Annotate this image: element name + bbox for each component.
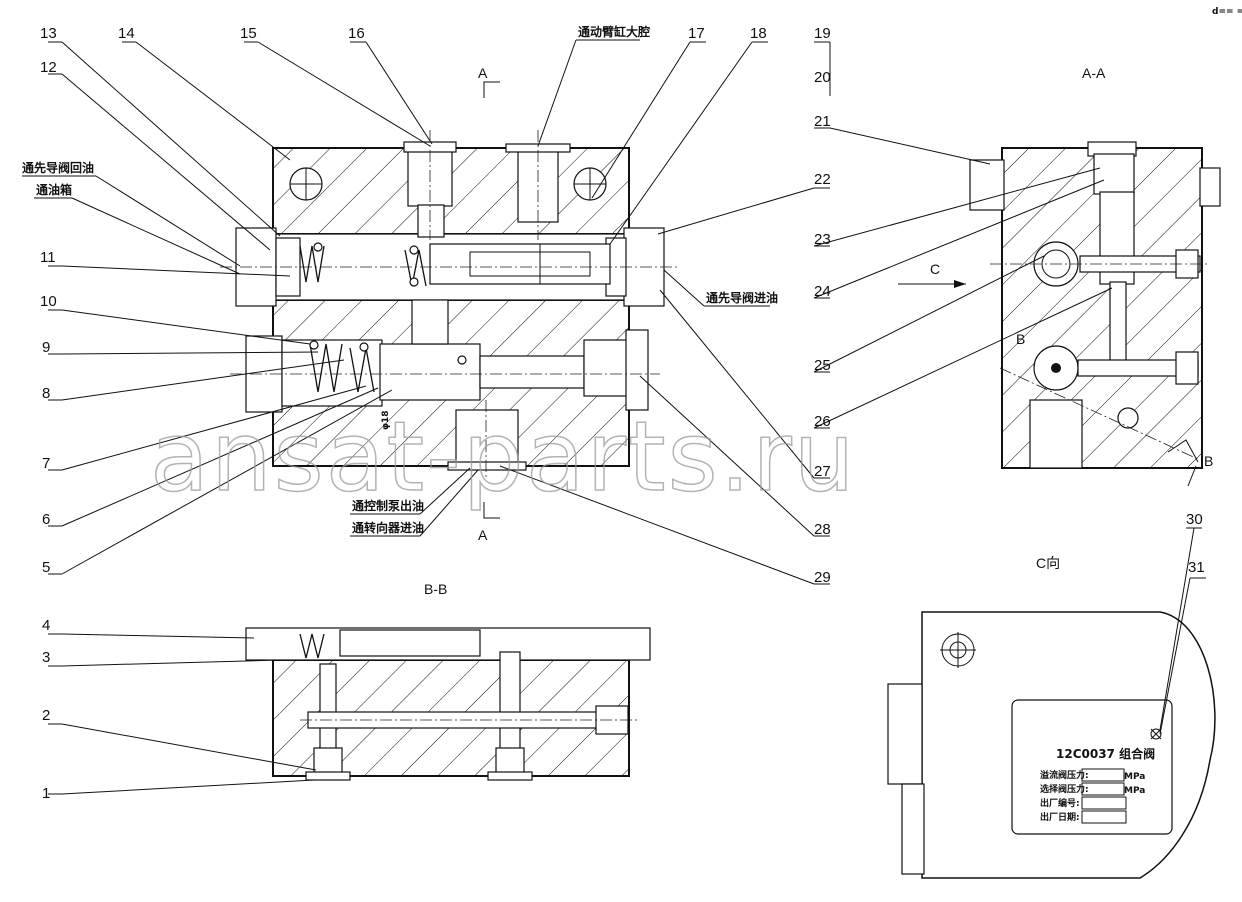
part-number: 13 <box>40 25 57 42</box>
part-number: 7 <box>42 455 50 472</box>
leader-lines <box>22 39 1206 795</box>
svg-text::: : <box>1076 813 1080 823</box>
upper-spool <box>429 243 611 285</box>
label-to-boom-cylinder: 通动臂缸大腔 <box>578 24 650 39</box>
part-number: 6 <box>42 511 50 528</box>
nameplate-date-label: 出厂日期 <box>1040 811 1076 823</box>
bottom-port <box>455 409 519 467</box>
svg-text::: : <box>1076 799 1080 809</box>
part-number: 27 <box>814 463 831 480</box>
spring-left-top <box>299 245 325 283</box>
part-number: 10 <box>40 293 57 310</box>
label-to-steering: 通转向器进油 <box>352 520 424 535</box>
arrow-c: C <box>930 261 940 277</box>
part-number: 24 <box>814 283 831 300</box>
section-a-top: A <box>478 65 488 81</box>
title-c: C向 <box>1036 555 1060 571</box>
label-to-tank: 通油箱 <box>36 182 72 197</box>
part-number: 25 <box>814 357 831 374</box>
port-labels: 通动臂缸大腔 通先导阀回油 通油箱 通先导阀进油 通控制泵出油 通转向器进油 φ… <box>22 24 778 535</box>
part-number: 26 <box>814 413 831 430</box>
part-number: 17 <box>688 25 705 42</box>
front-view: A A <box>220 65 680 543</box>
part-number: 2 <box>42 707 50 724</box>
part-number: 15 <box>240 25 257 42</box>
part-number: 30 <box>1186 511 1203 528</box>
title-aa: A-A <box>1082 65 1106 81</box>
label-from-pump: 通控制泵出油 <box>352 498 424 513</box>
spring-mid-top <box>404 249 427 287</box>
nameplate-unit-2: MPa <box>1124 786 1145 796</box>
part-number-labels: 1 2 3 4 5 6 7 8 9 10 11 12 13 14 15 16 1… <box>40 25 1205 802</box>
part-number: 18 <box>750 25 767 42</box>
nameplate-model: 12C0037 组合阀 <box>1056 746 1155 761</box>
label-pilot-return: 通先导阀回油 <box>22 160 94 175</box>
label-diameter: φ18 <box>381 410 391 430</box>
nameplate-serial-label: 出厂编号 <box>1040 797 1076 809</box>
spring-lower-2 <box>349 347 375 393</box>
view-c: 12C0037 组合阀 溢流阀压力: MPa 选择阀压力: MPa 出厂编号 :… <box>887 611 1216 879</box>
part-number: 9 <box>42 339 50 356</box>
part-number: 11 <box>40 249 56 266</box>
part-number: 1 <box>42 785 50 802</box>
part-number: 21 <box>814 113 831 130</box>
part-number: 8 <box>42 385 50 402</box>
label-pilot-inlet: 通先导阀进油 <box>706 290 778 305</box>
part-number: 28 <box>814 521 831 538</box>
section-bb-view <box>245 627 651 781</box>
part-number: 20 <box>814 69 831 86</box>
title-bb: B-B <box>424 581 447 597</box>
part-number: 19 <box>814 25 831 42</box>
part-number: 22 <box>814 171 831 188</box>
part-number: 14 <box>118 25 135 42</box>
part-number: 29 <box>814 569 831 586</box>
section-aa-view: C B B <box>898 141 1221 487</box>
part-number: 23 <box>814 231 831 248</box>
part-number: 16 <box>348 25 365 42</box>
part-number: 12 <box>40 59 57 76</box>
part-number: 3 <box>42 649 50 666</box>
lower-right-plug <box>583 339 629 397</box>
corner-mark: d== === <box>1212 7 1242 17</box>
spring-lower <box>309 343 343 393</box>
nameplate <box>1011 699 1173 835</box>
lower-spool <box>379 343 481 401</box>
part-number: 31 <box>1188 559 1205 576</box>
part-number: 5 <box>42 559 50 576</box>
nameplate-unit-1: MPa <box>1124 772 1145 782</box>
watermark: ansat-parts.ru <box>150 401 857 513</box>
part-number: 4 <box>42 617 50 634</box>
nameplate-relief-label: 溢流阀压力: <box>1040 769 1089 781</box>
section-a-bottom: A <box>478 527 488 543</box>
mark-b-right: B <box>1204 453 1213 469</box>
nameplate-select-label: 选择阀压力: <box>1040 783 1089 795</box>
mark-b-left: B <box>1016 331 1025 347</box>
